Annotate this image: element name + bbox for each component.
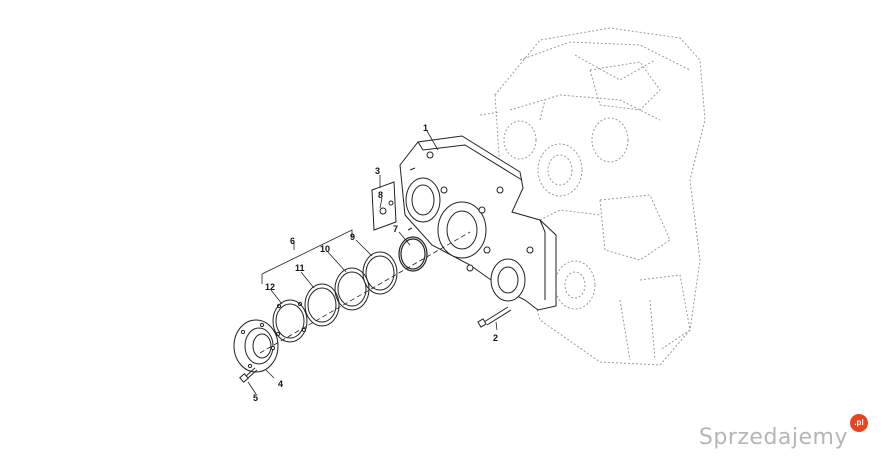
shim-item-12 — [272, 299, 308, 343]
bolt-item-2 — [477, 306, 512, 328]
gearbox-cover-plate — [399, 135, 557, 311]
callout-leaders — [247, 130, 498, 395]
callout-5: 5 — [253, 393, 258, 403]
o-ring-item-7 — [398, 236, 428, 272]
callout-11: 11 — [295, 263, 305, 273]
transmission-housing-ghost — [479, 27, 706, 366]
callout-10: 10 — [320, 244, 330, 254]
callout-3: 3 — [375, 166, 380, 176]
callout-9: 9 — [350, 232, 355, 242]
watermark-text: Sprzedajemy — [698, 425, 848, 450]
shim-item-10 — [334, 267, 370, 311]
shim-item-9 — [362, 251, 398, 295]
callout-1: 1 — [423, 123, 428, 133]
shim-plate-item-3 — [371, 181, 397, 231]
callout-7: 7 — [393, 224, 398, 234]
callout-8: 8 — [378, 190, 383, 200]
watermark-badge: .pl — [850, 414, 868, 432]
callout-4: 4 — [278, 379, 283, 389]
callout-12: 12 — [265, 282, 275, 292]
bearing-cover-item-4 — [233, 319, 279, 373]
callout-2: 2 — [493, 333, 498, 343]
callout-6: 6 — [290, 236, 295, 246]
shim-item-11 — [304, 283, 340, 327]
bolt-item-5 — [239, 367, 258, 383]
assembly-axis-dashed — [259, 231, 471, 354]
